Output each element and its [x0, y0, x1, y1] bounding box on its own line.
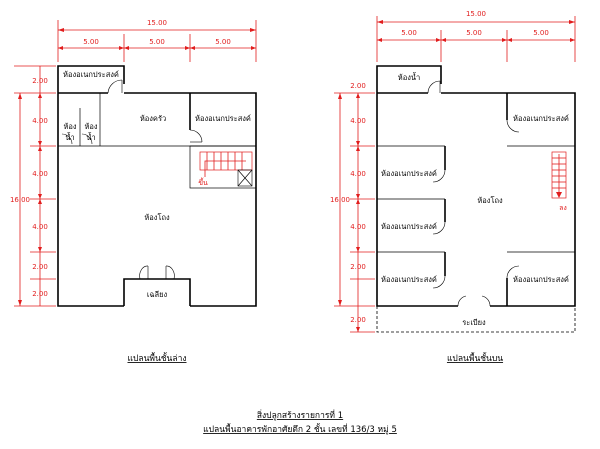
- upper-width-dimensions: 15.00 5.00 5.00 5.00: [376, 10, 576, 62]
- ground-width-1: 5.00: [83, 38, 99, 46]
- upper-room-bath: ห้องน้ำ: [398, 72, 420, 82]
- ground-room-bath2-line1: ห้อง: [84, 122, 97, 131]
- upper-stair: ลง: [551, 151, 567, 212]
- ground-width-dimensions: 15.00 5.00 5.00 5.00: [57, 19, 257, 62]
- upper-depth-6: 2.00: [350, 316, 366, 324]
- ground-room-bath1-line1: ห้อง: [63, 122, 76, 131]
- ground-plan-caption: แปลนพื้นชั้นล่าง: [127, 352, 186, 364]
- ground-depth-2: 4.00: [32, 117, 48, 125]
- ground-stair: ขึ้น: [198, 151, 253, 187]
- ground-depth-6: 2.00: [32, 290, 48, 298]
- upper-depth-1: 2.00: [350, 82, 366, 90]
- drawing-title-line2: แปลนพื้นอาคารพักอาศัยตึก 2 ชั้น เลขที่ 1…: [203, 423, 397, 435]
- upper-depth-5: 2.00: [350, 263, 366, 271]
- ground-width-2: 5.00: [149, 38, 165, 46]
- ground-total-width: 15.00: [147, 19, 167, 27]
- upper-floor-plan: 15.00 5.00 5.00 5.00 16.00 2.00: [330, 10, 576, 364]
- ground-walls: [57, 65, 257, 307]
- ground-depth-3: 4.00: [32, 170, 48, 178]
- upper-width-3: 5.00: [533, 29, 549, 37]
- upper-total-depth: 16.00: [330, 196, 350, 204]
- ground-room-kitchen: ห้องครัว: [140, 114, 166, 123]
- upper-room-multipurpose-bottom-right: ห้องอเนกประสงค์: [513, 275, 569, 284]
- upper-room-multipurpose-left-2: ห้องอเนกประสงค์: [381, 222, 437, 231]
- upper-room-multipurpose-top-right: ห้องอเนกประสงค์: [513, 114, 569, 123]
- upper-room-balcony: ระเบียง: [462, 318, 486, 327]
- upper-room-multipurpose-left-3: ห้องอเนกประสงค์: [381, 275, 437, 284]
- upper-width-2: 5.00: [466, 29, 482, 37]
- ground-room-bath2-line2: น้ำ: [86, 132, 95, 142]
- upper-room-hall: ห้องโถง: [477, 196, 503, 205]
- upper-depth-2: 4.00: [350, 117, 366, 125]
- ground-room-bath1-line2: น้ำ: [65, 132, 74, 142]
- ground-doors: [61, 79, 203, 280]
- upper-total-width: 15.00: [466, 10, 486, 18]
- ground-depth-1: 2.00: [32, 77, 48, 85]
- upper-plan-caption: แปลนพื้นชั้นบน: [447, 352, 503, 364]
- ground-room-multipurpose-right: ห้องอเนกประสงค์: [195, 114, 251, 123]
- upper-room-multipurpose-left-1: ห้องอเนกประสงค์: [381, 169, 437, 178]
- ground-depth-5: 2.00: [32, 263, 48, 271]
- upper-depth-dimensions: 16.00 2.00 4.00 4.00 4.00 2.00 2.00: [330, 82, 375, 333]
- ground-room-hall: ห้องโถง: [144, 213, 170, 222]
- ground-room-porch: เฉลียง: [147, 290, 168, 299]
- ground-floor-plan: 15.00 5.00 5.00 5.00 16.00 2.00: [10, 19, 257, 364]
- upper-depth-4: 4.00: [350, 223, 366, 231]
- ground-depth-4: 4.00: [32, 223, 48, 231]
- ground-depth-dimensions: 16.00 2.00 4.00 4.00 4.00 2.00 2.00: [10, 65, 56, 307]
- drawing-title-line1: สิ่งปลูกสร้างรายการที่ 1: [257, 409, 343, 421]
- ground-stair-up-label: ขึ้น: [198, 176, 208, 187]
- upper-depth-3: 4.00: [350, 170, 366, 178]
- upper-walls: [376, 65, 576, 333]
- ground-width-3: 5.00: [215, 38, 231, 46]
- upper-doors: [427, 80, 520, 307]
- upper-width-1: 5.00: [401, 29, 417, 37]
- ground-room-multipurpose-top: ห้องอเนกประสงค์: [63, 70, 119, 79]
- upper-stair-down-label: ลง: [559, 204, 567, 212]
- ground-total-depth: 16.00: [10, 196, 30, 204]
